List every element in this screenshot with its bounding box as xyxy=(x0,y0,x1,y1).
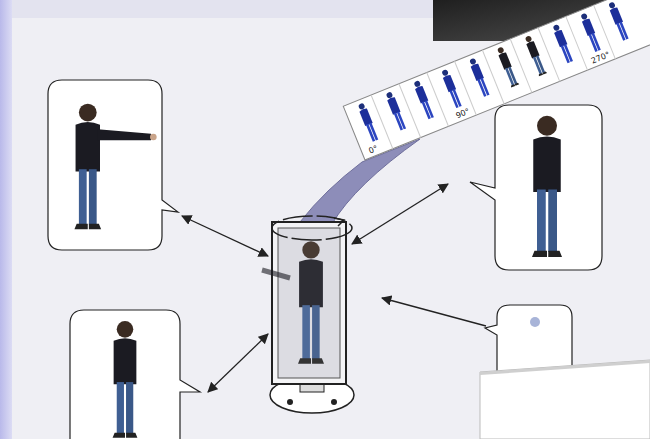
illustration xyxy=(0,0,650,439)
